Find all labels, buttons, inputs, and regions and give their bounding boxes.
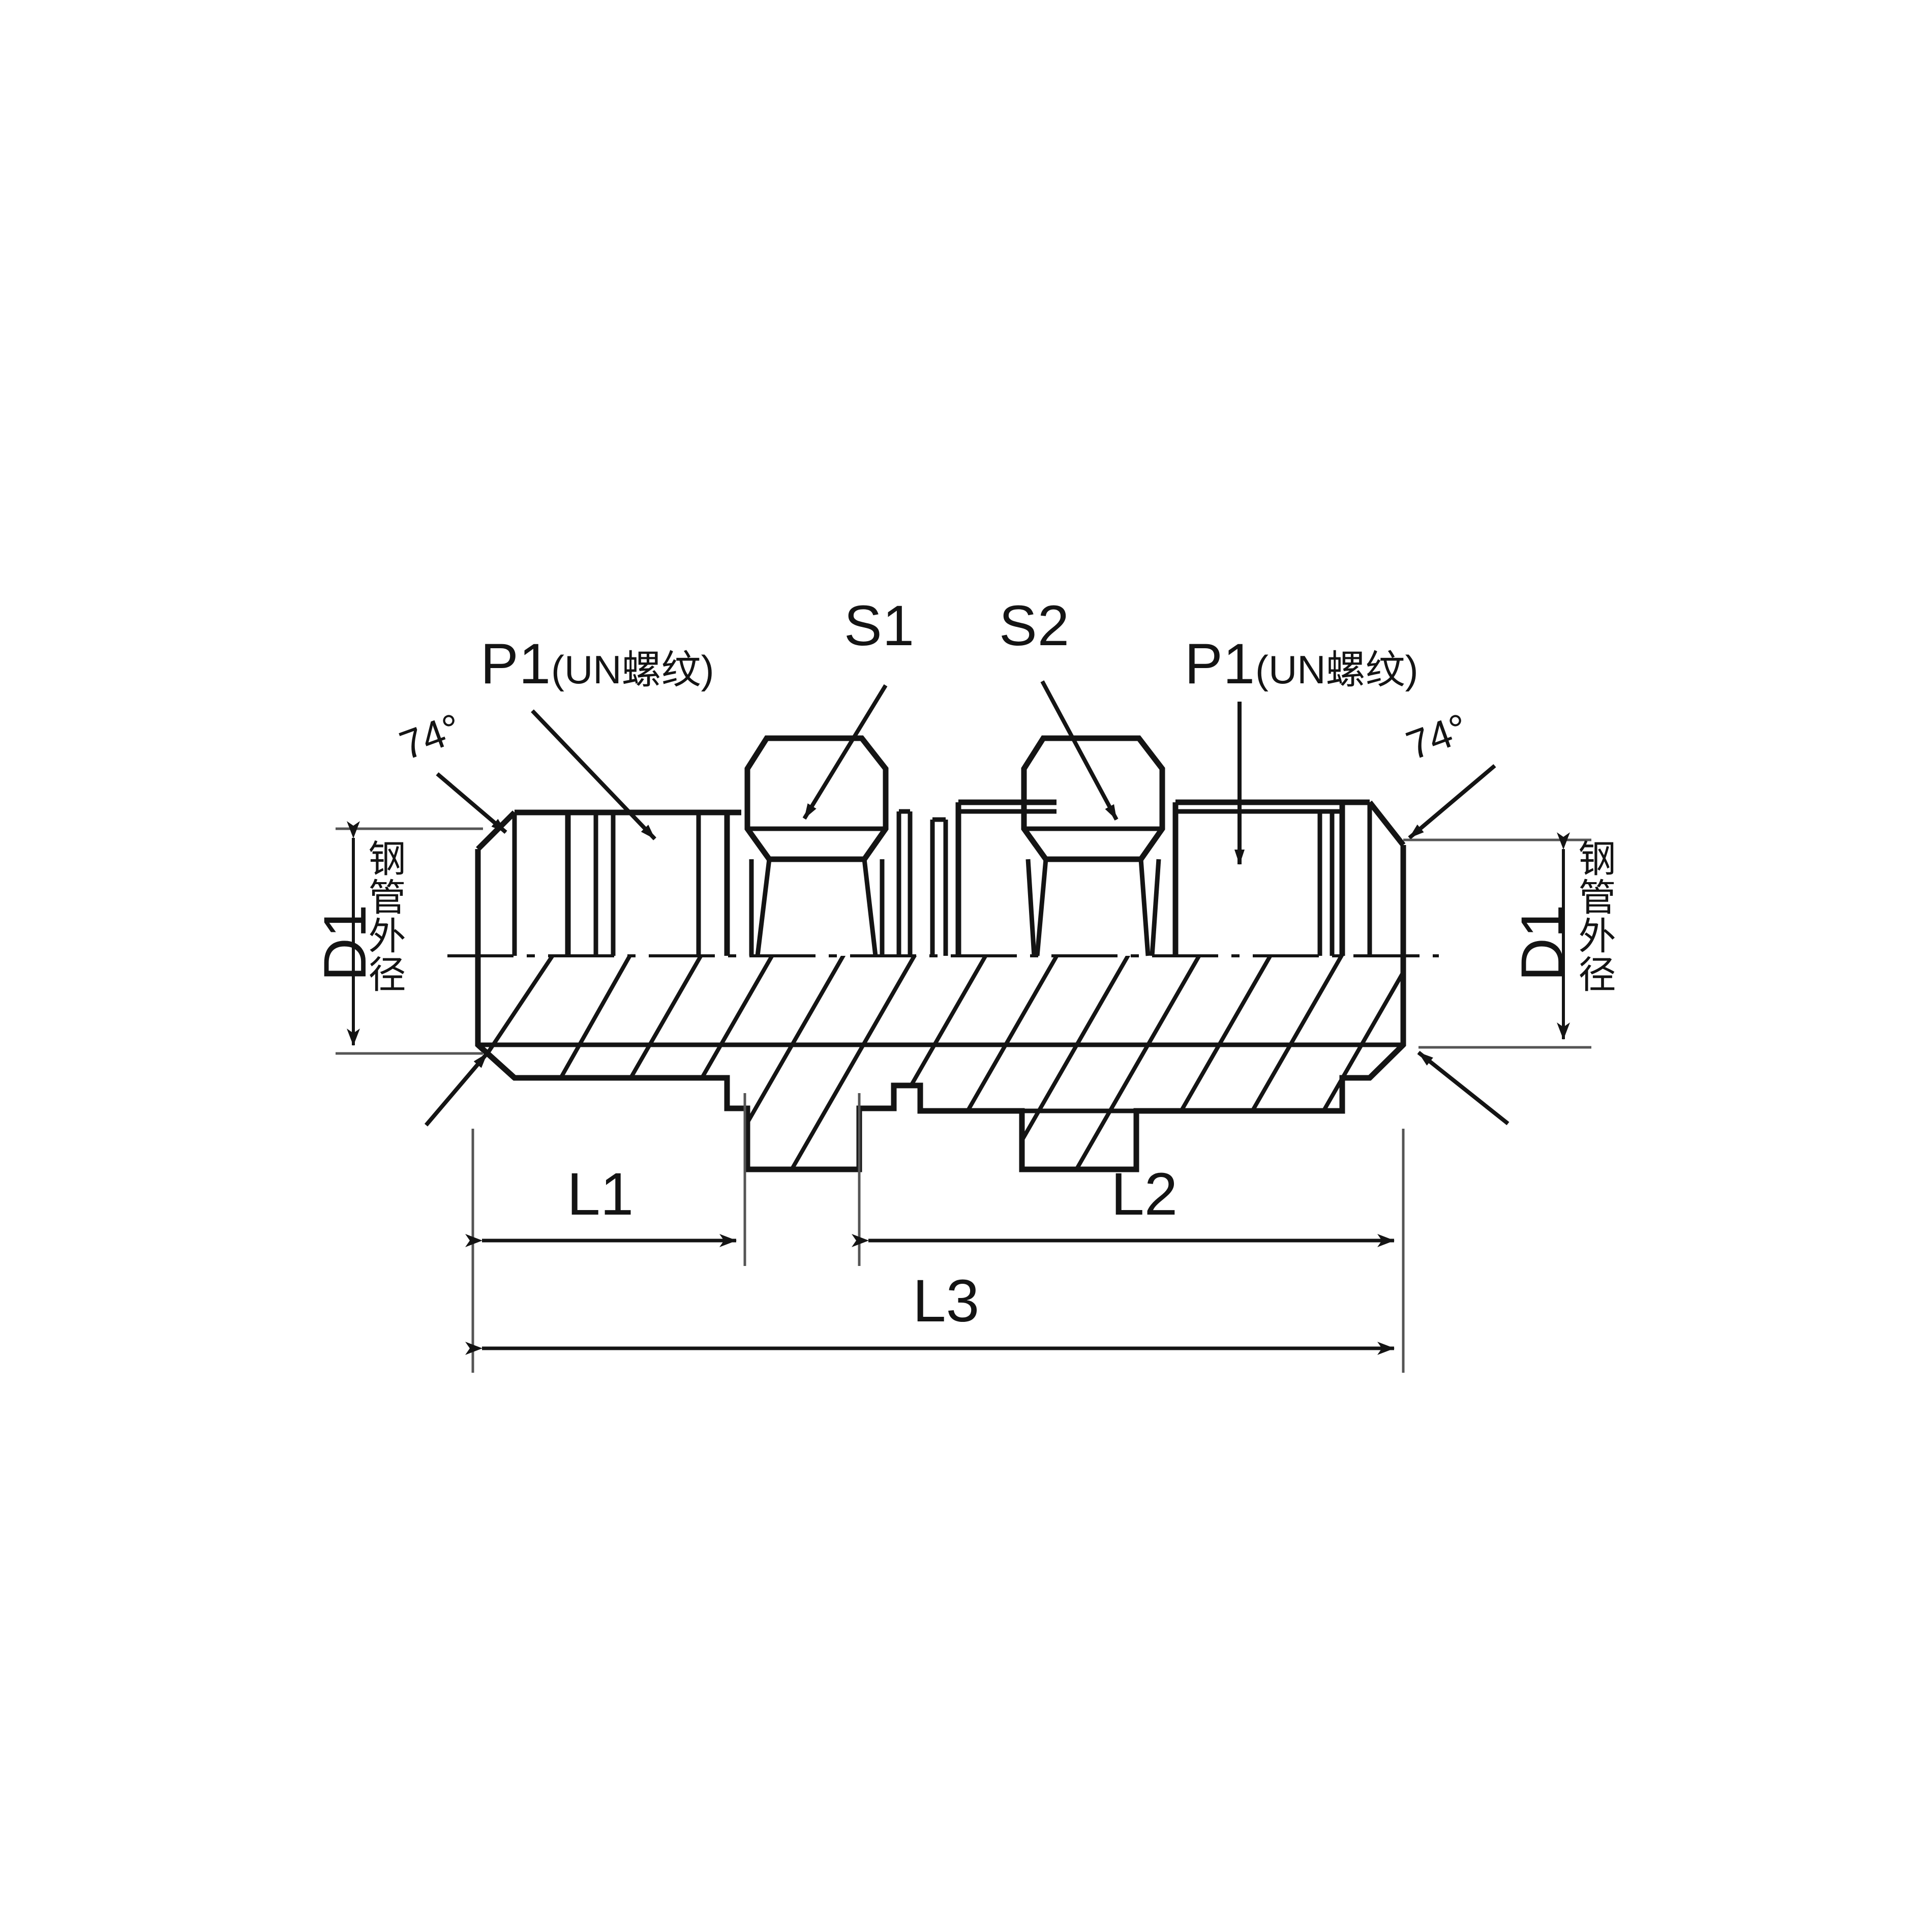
thread-note-left: (UN螺纹) <box>551 647 714 692</box>
length-label-l1: L1 <box>567 1161 634 1228</box>
thread-code-right: P1 <box>1185 632 1255 696</box>
thread-note-right: (UN螺纹) <box>1255 647 1418 692</box>
thread-code-left: P1 <box>480 632 551 696</box>
fitting-section-outline <box>475 956 1406 1172</box>
thread-label-left: P1(UN螺纹) <box>480 636 714 692</box>
hex-label-s2: S2 <box>999 594 1070 657</box>
thread-label-right: P1(UN螺纹) <box>1185 636 1418 692</box>
hex-leader-lines <box>802 680 1119 821</box>
fitting-upper-outline <box>475 735 1406 956</box>
bore-profile-lines <box>515 1075 1342 1113</box>
length-label-l2: L2 <box>1111 1161 1178 1228</box>
angle-leader-lines <box>424 764 1510 1127</box>
hex-label-s1: S1 <box>844 594 915 657</box>
diameter-description-left: 钢管外径 <box>363 839 405 993</box>
length-label-l3: L3 <box>913 1267 980 1335</box>
diameter-dimension-left <box>336 821 483 1055</box>
diameter-dimension-right <box>1403 832 1591 1049</box>
section-hatching <box>478 956 1403 1169</box>
diameter-symbol-right: D1 <box>1509 904 1576 981</box>
diameter-description-right: 钢管外径 <box>1573 839 1615 993</box>
thread-leader-lines <box>531 702 1245 865</box>
